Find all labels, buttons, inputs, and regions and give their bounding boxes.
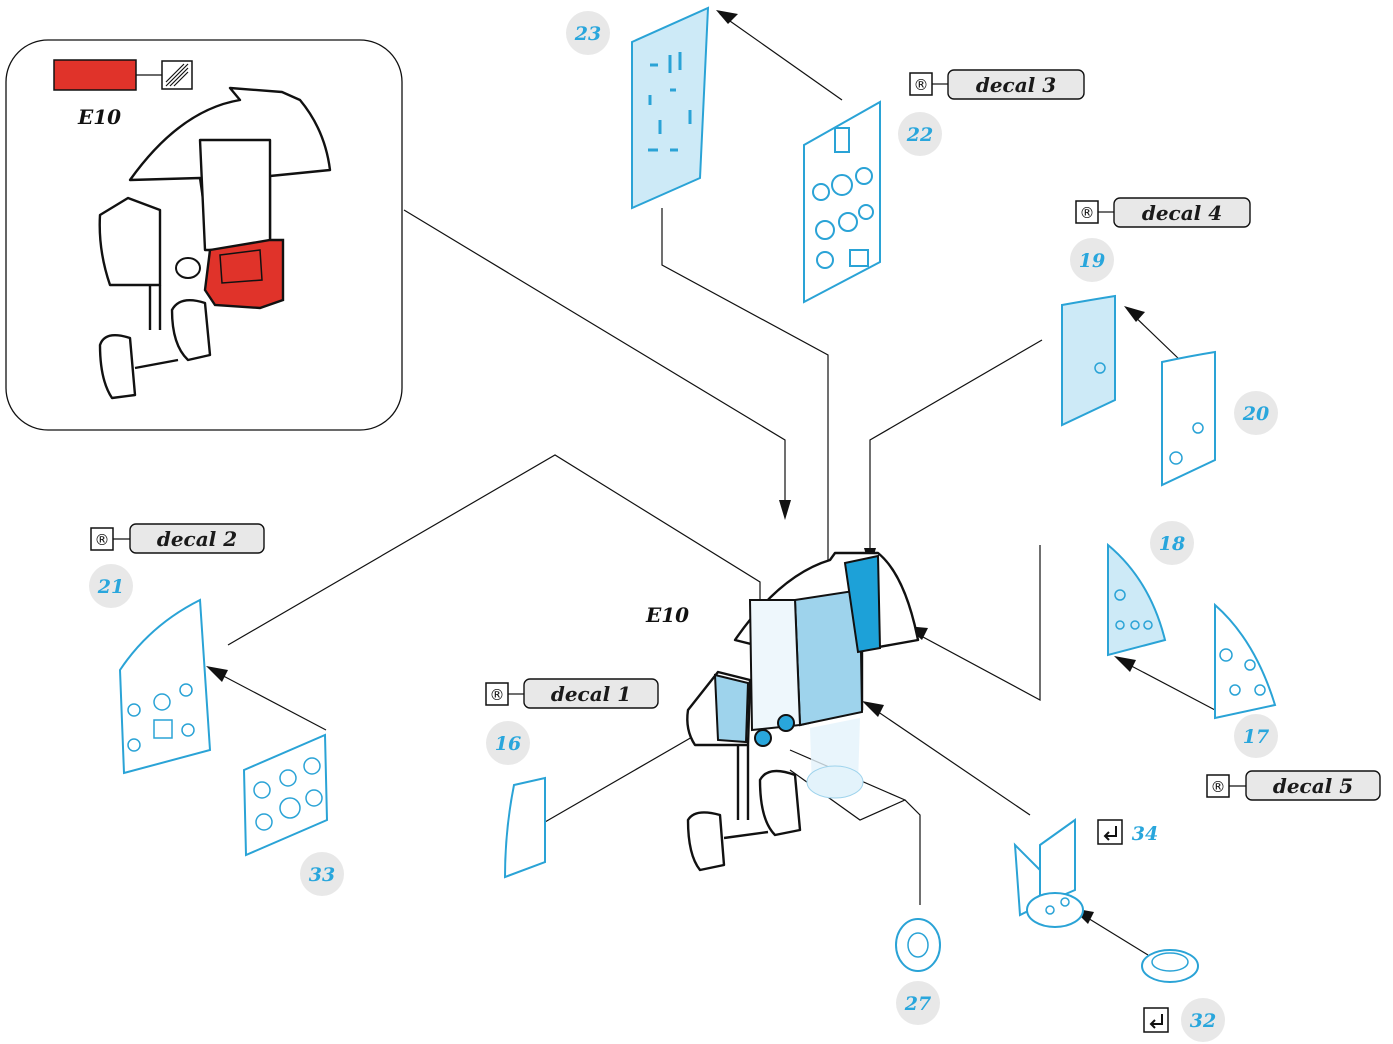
part-number-34: 34 <box>1132 823 1158 845</box>
part-number-23: 23 <box>566 11 610 55</box>
svg-text:34: 34 <box>1132 823 1158 845</box>
decal-label: decal 2 <box>157 527 237 551</box>
part-17-shape <box>1214 602 1277 720</box>
svg-text:21: 21 <box>97 576 124 598</box>
part-32-shape <box>1141 949 1199 983</box>
part-21-shape <box>118 598 212 775</box>
decal-label: decal 5 <box>1273 774 1353 798</box>
inset-panel: E10 <box>5 39 403 431</box>
part-number-18: 18 <box>1150 521 1194 565</box>
part-number-32: 32 <box>1181 998 1225 1042</box>
svg-text:20: 20 <box>1242 403 1269 425</box>
decal-label: decal 3 <box>976 73 1056 97</box>
registered-icon: ® <box>914 76 929 94</box>
decal-label: decal 1 <box>551 682 631 706</box>
main-instrument-panel: E10 <box>645 551 920 872</box>
registered-icon: ® <box>95 531 110 549</box>
bend-icon <box>1097 819 1123 845</box>
svg-text:23: 23 <box>574 23 601 45</box>
svg-text:17: 17 <box>1243 726 1269 748</box>
part-number-17: 17 <box>1234 714 1278 758</box>
color-swatch-red <box>53 59 137 91</box>
part-number-19: 19 <box>1070 238 1114 282</box>
svg-text:22: 22 <box>906 124 933 146</box>
svg-text:16: 16 <box>495 733 521 755</box>
svg-text:32: 32 <box>1190 1010 1216 1032</box>
decal-label: decal 4 <box>1142 201 1222 225</box>
part-number-21: 21 <box>89 564 133 608</box>
part-23-shape <box>631 6 710 210</box>
part-22-shape <box>803 100 881 304</box>
bend-icon <box>1143 1007 1169 1033</box>
svg-text:27: 27 <box>904 993 931 1015</box>
part-number-20: 20 <box>1234 391 1278 435</box>
part-19-shape <box>1061 294 1116 427</box>
decal-badge-2: ® decal 2 <box>90 523 265 554</box>
part-27-shape <box>895 918 941 972</box>
inset-instrument-panel <box>98 86 332 400</box>
registered-icon: ® <box>1211 778 1226 796</box>
part-20-shape <box>1161 350 1216 487</box>
decal-badge-5: ® decal 5 <box>1206 770 1381 801</box>
main-part-label: E10 <box>645 603 689 627</box>
decal-badge-1: ® decal 1 <box>485 678 659 709</box>
part-number-27: 27 <box>896 981 940 1025</box>
part-33-shape <box>242 733 329 857</box>
part-16-shape <box>503 776 546 879</box>
part-number-22: 22 <box>898 112 942 156</box>
decal-badge-4: ® decal 4 <box>1075 197 1251 228</box>
registered-icon: ® <box>490 686 505 704</box>
part-18-shape <box>1107 542 1167 657</box>
svg-text:19: 19 <box>1079 250 1105 272</box>
svg-text:33: 33 <box>309 864 335 886</box>
part-34-shape <box>1013 818 1084 928</box>
inset-part-label: E10 <box>77 105 121 129</box>
part-number-33: 33 <box>300 852 344 896</box>
decal-badge-3: ® decal 3 <box>909 69 1085 100</box>
hatch-icon <box>161 60 193 90</box>
registered-icon: ® <box>1080 204 1095 222</box>
svg-text:18: 18 <box>1159 533 1185 555</box>
part-number-16: 16 <box>486 721 530 765</box>
